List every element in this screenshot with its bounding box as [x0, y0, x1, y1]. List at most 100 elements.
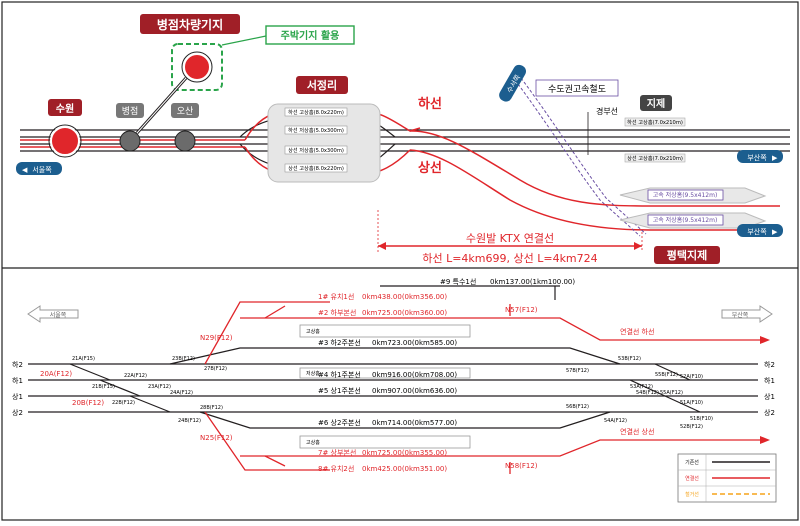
- suwon-label: 수원: [56, 102, 74, 115]
- depot-use-pointer: [221, 35, 267, 46]
- track-5-km: 0km907.00(0km636.00): [372, 387, 457, 395]
- sw-20a: 20A(F12): [40, 370, 72, 378]
- sw-54b: 54B(F12): [636, 390, 659, 396]
- bottom-seoul-arrow: [27, 305, 79, 323]
- track-9-no: #9 특수1선: [440, 277, 476, 286]
- pyeongtaek-track-1: 고속 저상홈(9.5x412m): [653, 191, 718, 199]
- track-5-no: #5 상1주본선: [318, 386, 361, 395]
- depot-box: [171, 43, 223, 91]
- track-3-km: 0km723.00(0km585.00): [372, 339, 457, 347]
- connect-up-label: 연결선 상선: [620, 427, 654, 436]
- pyeongtaek-track-2: 고속 저상홈(9.5x412m): [653, 216, 718, 224]
- sw-53b: 53B(F12): [618, 356, 641, 362]
- sudogwon-rail-box: [535, 79, 619, 97]
- legend-existing: 기존선: [685, 459, 699, 466]
- top-main-tracks: [20, 115, 790, 170]
- sw-27b: 27B(F12): [204, 366, 227, 372]
- bottom-busan-arrow: [721, 305, 773, 323]
- legend-connect: 연결선: [685, 475, 699, 482]
- line-label-ha2-left: 하2: [12, 360, 23, 369]
- ktx-title: 수원발 KTX 연결선: [466, 232, 554, 245]
- track-4-km: 0km916.00(0km708.00): [372, 371, 457, 379]
- n-label-29: N29(F12): [200, 334, 233, 342]
- line-label-ha2-right: 하2: [764, 360, 775, 369]
- depot-title-box: [140, 14, 240, 34]
- track-4-no: #4 하1주본선: [318, 370, 361, 379]
- pyeongtaek-platforms: [619, 187, 767, 229]
- n-label-25: N25(F12): [200, 434, 233, 442]
- byeongjeom-label-box: [116, 103, 144, 118]
- seojeongri-track-4: 상선 고상홈(8.0x220m): [288, 164, 344, 172]
- jije-track-1: 하선 고상홈(7.0x210m): [627, 118, 683, 126]
- jije-platform-2: [624, 153, 686, 163]
- sw-28b: 28B(F12): [200, 405, 223, 411]
- seojeongri-label-box: [296, 76, 348, 94]
- arrow-left-icon: ◀: [22, 166, 28, 174]
- gyeongbu-label: 경부선: [596, 106, 618, 116]
- platform-label-2: 저상홈: [306, 370, 320, 377]
- osan-station-circle: [174, 130, 196, 152]
- sw-23a: 23A(F12): [148, 384, 171, 390]
- track-2-km: 0km725.00(0km360.00): [362, 309, 447, 317]
- track-7-no: 7# 상부본선: [318, 448, 356, 457]
- top-busan-dir-2: 부산쪽: [747, 227, 767, 236]
- legend-removed: 철거선: [685, 491, 699, 498]
- top-seoul-pill: [16, 162, 62, 175]
- bottom-seoul-dir: 서울쪽: [50, 311, 67, 319]
- byeongjeom-label: 병점: [122, 105, 139, 117]
- line-label-sang2-left: 상2: [12, 408, 23, 417]
- sw-55a: 55A(F12): [660, 390, 683, 396]
- seojeongri-track-3: 상선 저상홈(5.0x300m): [288, 146, 344, 154]
- sw-23b: 23B(F12): [172, 356, 195, 362]
- jije-label-box: [640, 95, 672, 111]
- n-label-57: N57(F12): [505, 306, 538, 314]
- pyeongtaek-label: 평택지제: [667, 248, 707, 262]
- top-red-tracks: [20, 109, 780, 231]
- sw-57b: 57B(F12): [566, 368, 589, 374]
- depot-title: 병점차량기지: [157, 17, 223, 32]
- suwon-label-box: [48, 99, 82, 116]
- seojeongri-track-1: 하선 고상홈(8.0x220m): [288, 108, 344, 116]
- sw-55b: 55B(F12): [655, 372, 678, 378]
- sw-24b: 24B(F12): [178, 418, 201, 424]
- bottom-platform-2: [299, 367, 471, 379]
- suwon-station-circle: [50, 126, 80, 156]
- sw-24a: 24A(F12): [170, 390, 193, 396]
- osan-label: 오산: [177, 106, 194, 117]
- bottom-busan-dir: 부산쪽: [732, 311, 749, 319]
- legend: [677, 453, 777, 503]
- depot-use-box: [265, 25, 355, 45]
- track-9-km: 0km137.00(1km100.00): [490, 278, 575, 286]
- sw-52b: 52B(F12): [680, 424, 703, 430]
- sw-54a: 54A(F12): [604, 418, 627, 424]
- arrow-right-icon: ▶: [772, 228, 778, 236]
- jije-track-2: 상선 고상홈(7.0x210m): [627, 154, 683, 162]
- arrow-right-icon: ▶: [772, 154, 778, 162]
- line-label-sang1-left: 상1: [12, 392, 23, 401]
- seojeongri-track-2: 하선 저상홈(5.0x300m): [288, 126, 344, 134]
- track-1-no: 1# 유치1선: [318, 292, 354, 301]
- sw-56b: 56B(F12): [566, 404, 589, 410]
- osan-label-box: [171, 103, 199, 118]
- platform-label-3: 고상홈: [306, 439, 320, 446]
- platform-label-1: 고상홈: [306, 328, 320, 335]
- suseo-pill: 수서쪽: [499, 64, 526, 102]
- line-label-ha1-left: 하1: [12, 376, 23, 385]
- track-6-no: #6 상2주본선: [318, 418, 361, 427]
- track-6-km: 0km714.00(0km577.00): [372, 419, 457, 427]
- top-busan-pill-1: [737, 150, 783, 163]
- connect-up-arrow: [760, 436, 770, 444]
- byeongjeom-station-circle: [119, 130, 141, 152]
- bottom-platform-3: [299, 435, 471, 449]
- sw-21a: 21A(F15): [72, 356, 95, 362]
- sw-51b: 51B(F10): [690, 416, 713, 422]
- bottom-red-tracks: [204, 301, 760, 474]
- track-8-no: 8# 유치2선: [318, 464, 354, 473]
- seojeongri-label: 서정리: [307, 78, 337, 92]
- sudogwon-rail-label: 수도권고속철도: [548, 83, 606, 95]
- depot-use-label: 주박기지 활용: [281, 29, 340, 42]
- top-busan-dir-1: 부산쪽: [747, 153, 767, 162]
